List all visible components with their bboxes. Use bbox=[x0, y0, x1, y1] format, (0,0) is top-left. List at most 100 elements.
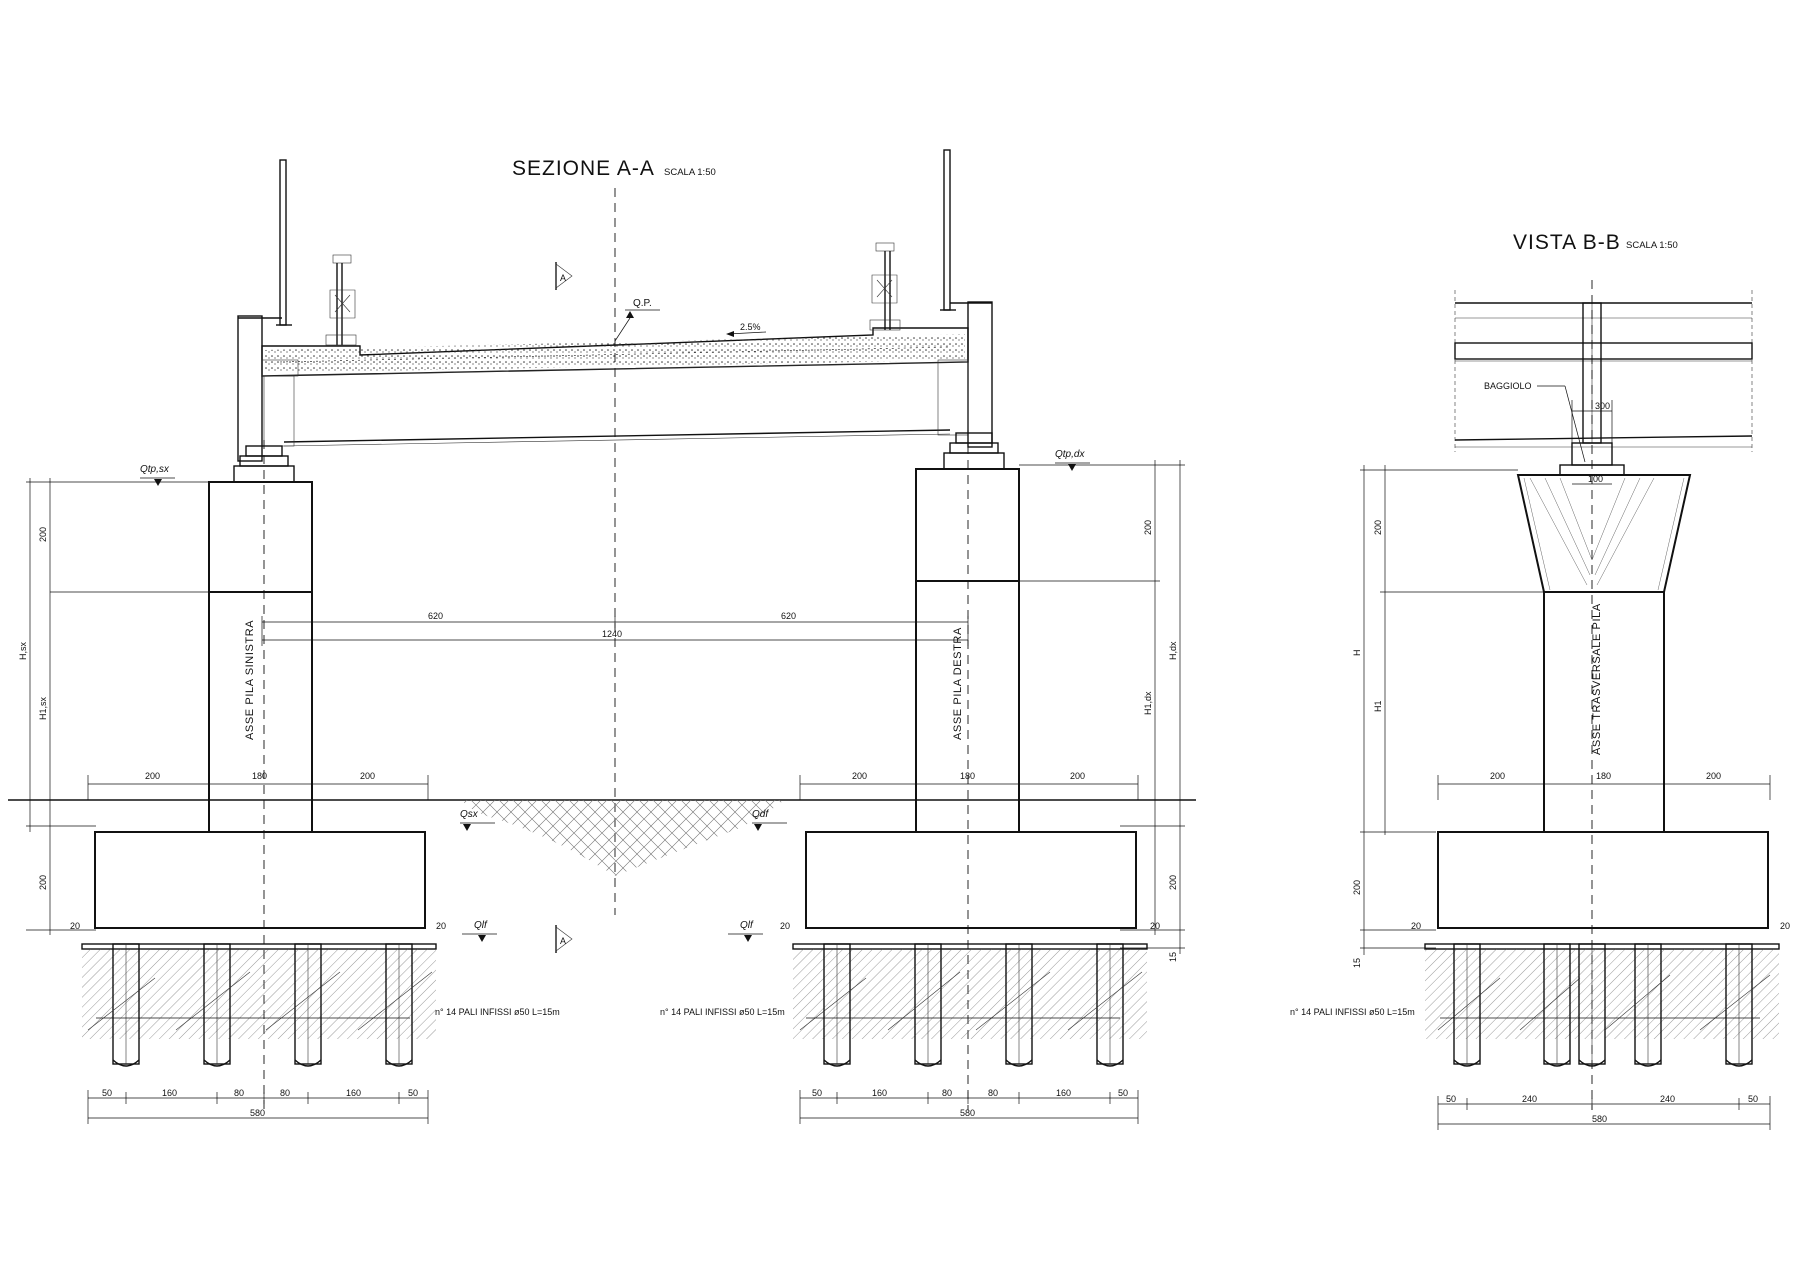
pile bbox=[385, 943, 413, 1067]
cut-marker-bottom: A bbox=[555, 925, 573, 953]
view-bb-piles-dim-3: 50 bbox=[1748, 1094, 1758, 1104]
piles-left bbox=[87, 943, 433, 1067]
dim-span: 1240 bbox=[602, 629, 622, 639]
level-top-right-label: Qtp,dx bbox=[1055, 449, 1085, 460]
view-bb-piles bbox=[1437, 943, 1771, 1067]
pile bbox=[1096, 943, 1124, 1067]
view-bb-dim-200-plinth: 200 bbox=[1352, 880, 1362, 895]
left-piles-dim-3: 80 bbox=[280, 1088, 290, 1098]
level-ground-right-label: Qdf bbox=[752, 809, 769, 820]
view-bb-piles-dim-1: 240 bbox=[1522, 1094, 1537, 1104]
vertical-dims-left: 200 H,sx H1,sx 200 bbox=[18, 478, 209, 935]
view-bb-piles-dim-2: 240 bbox=[1660, 1094, 1675, 1104]
pile bbox=[1725, 943, 1753, 1067]
pile bbox=[294, 943, 322, 1067]
view-bb-piles-total: 580 bbox=[1592, 1114, 1607, 1124]
cut-marker-bottom-label: A bbox=[560, 936, 566, 946]
qp-label: Q.P. bbox=[633, 298, 652, 309]
barrier-right bbox=[869, 242, 901, 331]
ground-soil bbox=[462, 800, 784, 876]
left-plinth-dim-2: 200 bbox=[360, 771, 375, 781]
piles-note-left: n° 14 PALI INFISSI ø50 L=15m bbox=[435, 1007, 560, 1017]
left-plinth-edge-right: 20 bbox=[436, 921, 446, 931]
dim-plinth-left: 200 bbox=[38, 875, 48, 890]
left-plinth-dim-1: 180 bbox=[252, 771, 267, 781]
right-piles-dim-1: 160 bbox=[872, 1088, 887, 1098]
pile bbox=[914, 943, 942, 1067]
label-h1-dx: H1,dx bbox=[1143, 691, 1153, 715]
view-bb-scale: SCALA 1:50 bbox=[1626, 240, 1678, 251]
right-piles-dim-3: 80 bbox=[988, 1088, 998, 1098]
right-piles-dim-0: 50 bbox=[812, 1088, 822, 1098]
span-dimensions: 620 620 1240 bbox=[261, 611, 969, 646]
pile bbox=[1578, 943, 1606, 1067]
label-h1-sx: H1,sx bbox=[38, 696, 48, 720]
bearing-right bbox=[943, 432, 1005, 470]
pile bbox=[1453, 943, 1481, 1067]
right-piles-total: 580 bbox=[960, 1108, 975, 1118]
left-piles-dim-1: 160 bbox=[162, 1088, 177, 1098]
section-aa-scale: SCALA 1:50 bbox=[664, 167, 716, 178]
dim-cap-right: 200 bbox=[1143, 520, 1153, 535]
pier-axis-right-label: ASSE PILA DESTRA bbox=[952, 627, 964, 740]
baggiolo-callout: BAGGIOLO bbox=[1484, 381, 1586, 463]
barrier-left bbox=[325, 254, 357, 346]
left-piles-dim-5: 50 bbox=[408, 1088, 418, 1098]
view-bb-piles-note: n° 14 PALI INFISSI ø50 L=15m bbox=[1290, 1007, 1415, 1017]
slope-marker: 2.5% bbox=[726, 322, 767, 337]
view-bb-piles-dim-0: 50 bbox=[1446, 1094, 1456, 1104]
view-bb-edge-right: 20 bbox=[1780, 921, 1790, 931]
qp-marker: Q.P. bbox=[614, 298, 660, 342]
right-piles-dim-2: 80 bbox=[942, 1088, 952, 1098]
left-piles-dim-0: 50 bbox=[102, 1088, 112, 1098]
left-piles-dim-4: 160 bbox=[346, 1088, 361, 1098]
level-ground-left-label: Qsx bbox=[460, 809, 479, 820]
right-plinth-dim-2: 200 bbox=[1070, 771, 1085, 781]
dim-plinth-right: 200 bbox=[1168, 875, 1178, 890]
level-found-right: Qlf bbox=[728, 920, 763, 942]
deck bbox=[261, 327, 969, 447]
right-plinth-edge-left: 20 bbox=[780, 921, 790, 931]
left-piles-dim-2: 80 bbox=[234, 1088, 244, 1098]
right-plinth-edge-right: 20 bbox=[1150, 921, 1160, 931]
level-found-left: Qlf bbox=[462, 920, 497, 942]
left-plinth-dim-0: 200 bbox=[145, 771, 160, 781]
view-bb-title: VISTA B-B bbox=[1513, 231, 1621, 254]
section-aa-title: SEZIONE A-A bbox=[512, 157, 655, 180]
level-found-left-label: Qlf bbox=[474, 920, 488, 931]
cut-marker-top: A bbox=[555, 262, 573, 290]
pile bbox=[112, 943, 140, 1067]
right-piles-dim-5: 50 bbox=[1118, 1088, 1128, 1098]
dim-100: 100 bbox=[1588, 474, 1603, 484]
dim-found-right: 15 bbox=[1168, 952, 1178, 962]
level-top-left-label: Qtp,sx bbox=[140, 464, 170, 475]
view-bb-edge-left: 20 bbox=[1411, 921, 1421, 931]
view-bb-label-h: H bbox=[1352, 650, 1362, 657]
right-plinth-dim-0: 200 bbox=[852, 771, 867, 781]
pile bbox=[1634, 943, 1662, 1067]
guardrail-left bbox=[276, 159, 292, 326]
view-bb-plinth-dim-0: 200 bbox=[1490, 771, 1505, 781]
piles-right bbox=[799, 943, 1143, 1067]
vertical-dims-right: 200 H,dx H1,dx 200 15 bbox=[1019, 460, 1185, 962]
piles-dims-left: 50 160 80 80 160 50 580 bbox=[87, 1088, 429, 1124]
dim-cap-left: 200 bbox=[38, 527, 48, 542]
pile bbox=[823, 943, 851, 1067]
view-bb: VISTA B-B SCALA 1:50 BAGGIOLO bbox=[1290, 231, 1790, 1130]
label-h-sx: H,sx bbox=[18, 642, 28, 661]
left-piles-total: 580 bbox=[250, 1108, 265, 1118]
section-aa: SEZIONE A-A SCALA 1:50 A A bbox=[8, 149, 1196, 1124]
view-bb-piles-dims: 50 240 240 50 580 bbox=[1437, 1094, 1771, 1130]
level-ground-right: Qdf bbox=[752, 809, 787, 831]
level-top-left: Qtp,sx bbox=[140, 464, 175, 486]
label-h-dx: H,dx bbox=[1168, 641, 1178, 660]
view-bb-pier-axis-label: ASSE TRASVERSALE PILA bbox=[1591, 603, 1603, 755]
pier-axis-left-label: ASSE PILA SINISTRA bbox=[244, 620, 256, 740]
dim-half-left: 620 bbox=[428, 611, 443, 621]
pile bbox=[1005, 943, 1033, 1067]
edge-beam-left bbox=[237, 315, 299, 462]
slope-label: 2.5% bbox=[740, 322, 761, 332]
dim-half-right: 620 bbox=[781, 611, 796, 621]
view-bb-plinth: 200 180 200 20 20 bbox=[1411, 771, 1790, 1039]
